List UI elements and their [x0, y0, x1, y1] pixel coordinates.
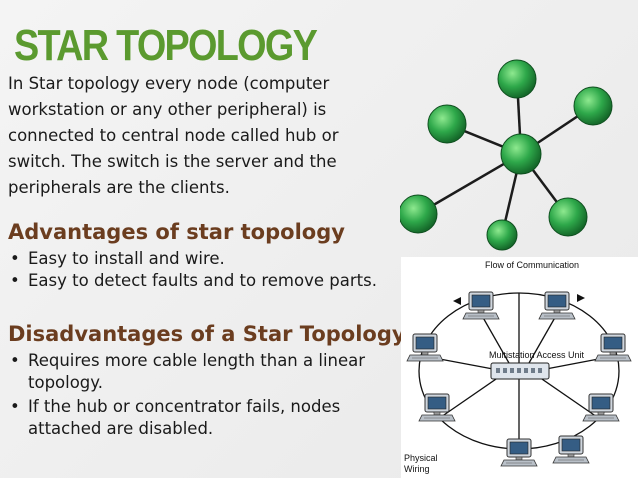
peripheral-node — [548, 197, 588, 237]
workstation-icon — [582, 393, 620, 422]
ring-wiring-diagram — [406, 291, 632, 467]
advantage-item: Easy to install and wire. — [8, 248, 380, 270]
workstation-icon — [406, 333, 444, 362]
peripheral-node — [486, 219, 518, 251]
flow-label: Flow of Communication — [485, 260, 580, 270]
workstation-icon — [500, 438, 538, 467]
workstation-icon — [418, 393, 456, 422]
intro-paragraph: In Star topology every node (computer wo… — [8, 74, 339, 197]
central-hub-node — [500, 133, 542, 175]
flow-arrows — [453, 294, 585, 305]
peripheral-node — [497, 59, 537, 99]
disadvantage-item: Requires more cable length than a linear… — [8, 350, 388, 394]
disadvantages-list: Requires more cable length than a linear… — [8, 350, 388, 440]
disadvantage-item: If the hub or concentrator fails, nodes … — [8, 396, 388, 440]
peripheral-node — [573, 86, 613, 126]
ring-cables — [418, 292, 620, 450]
advantage-item: Easy to detect faults and to remove part… — [8, 270, 380, 292]
network-figure: Flow of Communication Multistation Acces… — [401, 257, 638, 478]
peripheral-node — [400, 194, 438, 234]
star-topology-diagram — [400, 59, 613, 251]
slide-title: STAR TOPOLOGY — [14, 21, 318, 70]
mau-label: Multistation Access Unit — [489, 350, 585, 360]
peripheral-node — [427, 104, 467, 144]
advantages-list: Easy to install and wire. Easy to detect… — [8, 248, 380, 292]
mau-hub — [490, 362, 550, 380]
advantages-heading: Advantages of star topology — [8, 220, 345, 244]
workstation-icon — [594, 333, 632, 362]
disadvantages-heading: Disadvantages of a Star Topology — [8, 322, 406, 346]
workstation-icon — [552, 435, 590, 464]
wiring-label: Physical Wiring — [404, 453, 438, 474]
